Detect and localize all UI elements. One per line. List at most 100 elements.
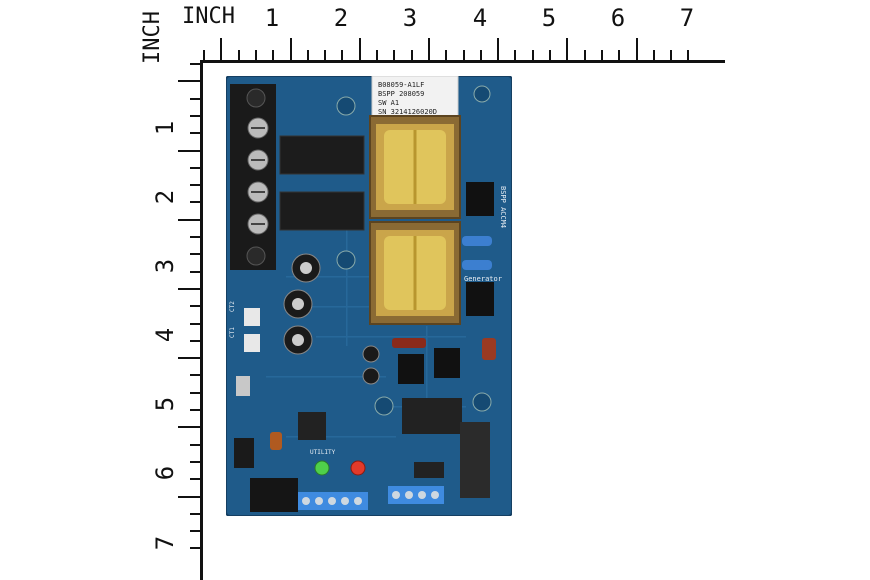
relay <box>279 135 365 175</box>
ruler-tick <box>393 50 396 60</box>
ic-chip <box>402 398 462 434</box>
capacitor <box>270 432 282 450</box>
connector <box>244 334 260 352</box>
ruler-tick <box>190 512 200 515</box>
ruler-tick <box>376 50 378 60</box>
ruler-h-number: 5 <box>541 4 557 32</box>
ruler-unit-label-vertical: INCH <box>140 11 165 64</box>
connector <box>236 376 250 396</box>
product-label-line: BSPP 208059 <box>378 90 424 98</box>
board-side-text: BSPP ACCM4 <box>499 186 507 228</box>
ruler-tick <box>190 374 200 377</box>
fuse <box>462 260 492 270</box>
ruler-tick <box>190 253 200 256</box>
ruler-h-number: 4 <box>472 4 488 32</box>
ruler-tick <box>618 50 621 60</box>
board-side-text: UTILITY <box>310 449 336 456</box>
ruler-tick <box>190 391 200 394</box>
ruler-v-number: 1 <box>151 120 180 136</box>
terminal-screws <box>247 117 269 235</box>
ruler-tick <box>549 50 551 60</box>
ruler-tick <box>237 50 240 60</box>
microcontroller <box>298 412 326 440</box>
connector <box>244 308 260 326</box>
led-green <box>314 460 330 476</box>
connector <box>250 478 298 512</box>
ic-chip <box>434 348 460 378</box>
transformer-top <box>369 115 461 219</box>
ruler-tick <box>190 305 200 308</box>
ruler-tick <box>479 50 482 60</box>
circuit-board-graphic: B08059-A1LF BSPP 208059 SW A1 SN 3214126… <box>225 75 513 517</box>
ruler-tick <box>190 236 200 238</box>
ruler-tick <box>190 478 200 481</box>
resistor <box>392 338 426 348</box>
product-label-line: SN 3214126020D <box>378 108 437 116</box>
ruler-tick <box>178 426 200 429</box>
ruler-tick <box>190 460 200 463</box>
ruler-tick <box>190 132 200 135</box>
ruler-tick <box>272 50 275 60</box>
ruler-tick <box>289 38 292 60</box>
ruler-tick <box>178 149 200 152</box>
circuit-board: B08059-A1LF BSPP 208059 SW A1 SN 3214126… <box>225 75 513 517</box>
ruler-vertical-line <box>200 60 203 580</box>
ruler-tick <box>220 38 223 60</box>
ruler-tick <box>190 97 200 100</box>
connector <box>466 182 494 216</box>
ruler-h-number: 6 <box>610 4 626 32</box>
ruler-tick <box>190 201 200 204</box>
ruler-tick <box>190 270 200 273</box>
ruler-tick <box>514 50 517 60</box>
ic-chip <box>398 354 424 384</box>
ruler-tick <box>687 50 690 60</box>
ruler-tick <box>178 357 200 360</box>
ruler-tick <box>178 80 200 83</box>
led-red <box>350 460 366 476</box>
ruler-tick <box>341 50 344 60</box>
ruler-v-number: 5 <box>151 396 180 412</box>
ruler-tick <box>652 50 655 60</box>
ruler-tick <box>178 495 200 498</box>
ruler-tick <box>670 50 673 60</box>
ruler-unit-label-horizontal: INCH <box>182 4 235 29</box>
product-label <box>371 75 459 117</box>
pin-header <box>234 438 254 468</box>
ruler-v-number: 3 <box>151 258 180 274</box>
product-label-line: B08059-A1LF <box>378 81 424 89</box>
ruler-tick <box>190 322 200 325</box>
transformer-bottom <box>369 221 461 325</box>
ruler-h-number: 7 <box>679 4 695 32</box>
board-side-text: CT2 <box>229 301 236 312</box>
ruler-h-number: 2 <box>333 4 349 32</box>
ruler-tick <box>566 38 569 60</box>
ruler-tick <box>306 50 309 60</box>
terminal-block <box>230 84 276 270</box>
ic-chip <box>414 462 444 478</box>
ruler-tick <box>178 287 200 290</box>
ruler-tick <box>190 166 200 169</box>
ruler-tick <box>531 50 534 60</box>
ruler-h-number: 3 <box>402 4 418 32</box>
ruler-tick <box>190 547 200 550</box>
ruler-horizontal-line <box>200 60 725 63</box>
board-side-text: Generator <box>464 275 502 283</box>
ruler-tick <box>445 50 448 60</box>
ruler-v-number: 2 <box>151 189 180 205</box>
capacitor <box>482 338 496 360</box>
ruler-tick <box>178 218 200 221</box>
ruler-tick <box>190 339 200 342</box>
ruler-tick <box>462 50 465 60</box>
ruler-tick <box>583 50 586 60</box>
ruler-v-number: 4 <box>151 327 180 343</box>
ruler-tick <box>190 114 200 117</box>
relay <box>279 191 365 231</box>
ruler-tick <box>203 50 205 60</box>
terminal-strip <box>388 486 444 504</box>
ruler-tick <box>190 409 200 411</box>
ruler-tick <box>190 530 200 533</box>
ruler-h-number: 1 <box>264 4 280 32</box>
ruler-tick <box>190 63 200 65</box>
ruler-tick <box>190 443 200 446</box>
ruler-tick <box>427 38 430 60</box>
